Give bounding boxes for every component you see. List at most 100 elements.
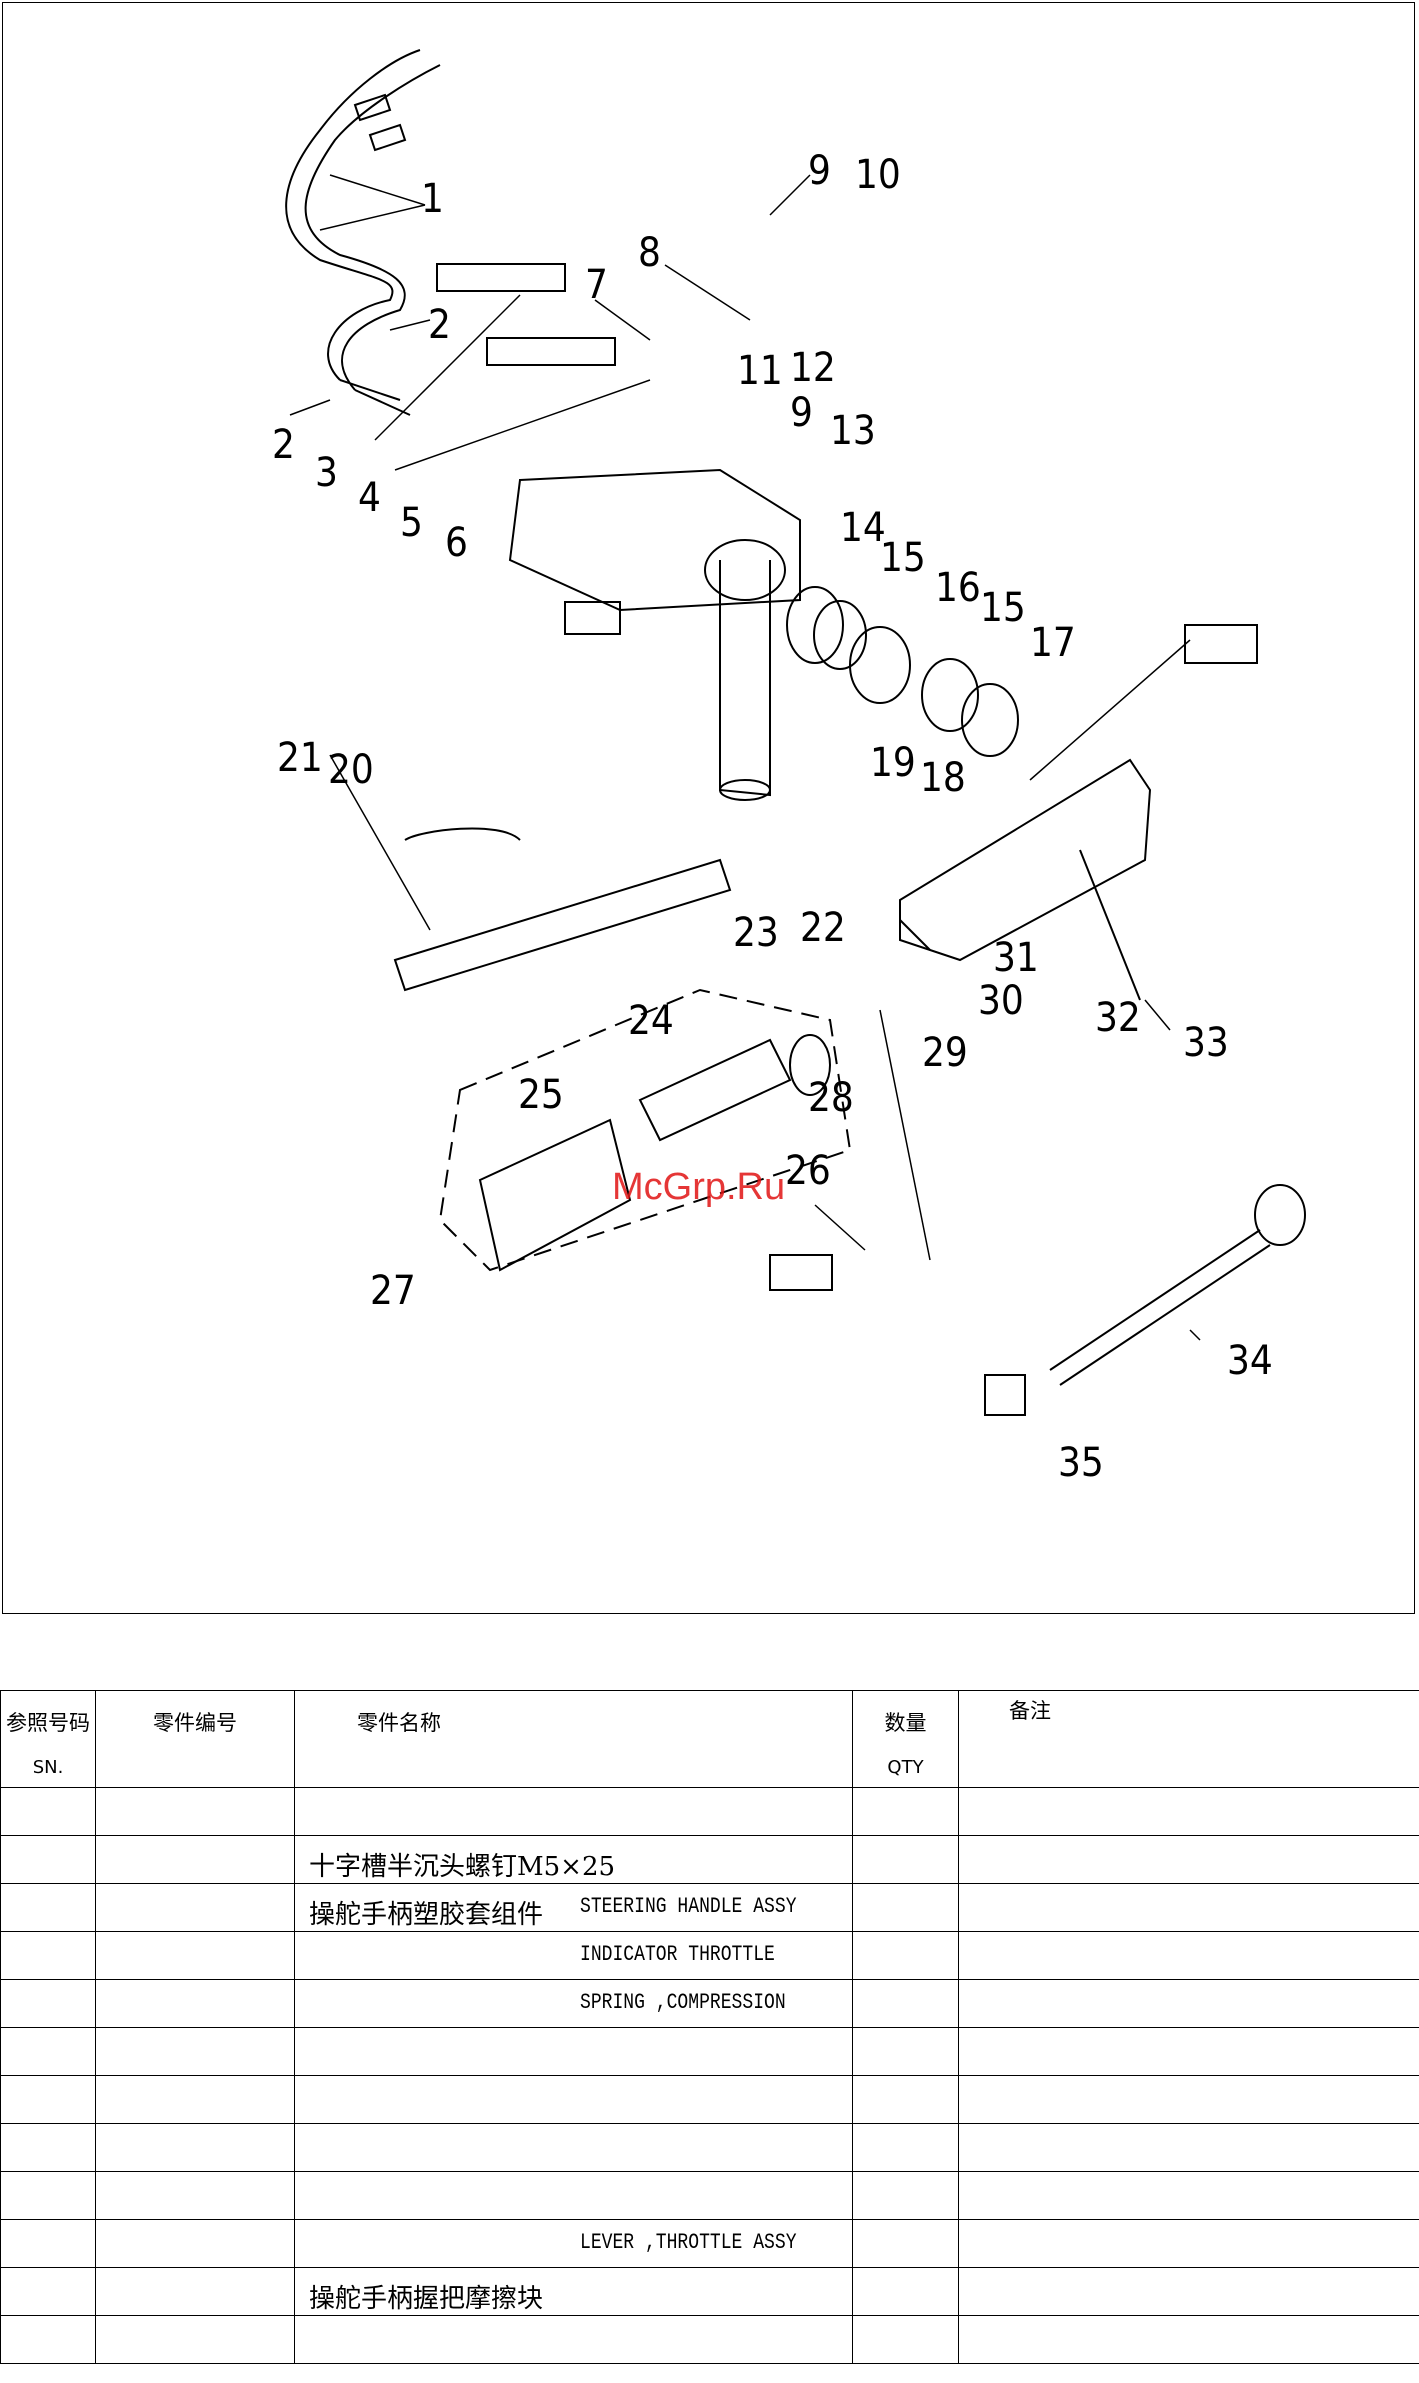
callout-34: 34 xyxy=(1227,1338,1273,1384)
steering-bracket xyxy=(508,468,801,801)
cell-remark xyxy=(958,2219,1419,2268)
grease-bottle-icon xyxy=(1184,624,1258,664)
cell-qty xyxy=(852,1787,959,1836)
callout-3: 3 xyxy=(315,450,338,496)
handle-grip xyxy=(438,988,852,1272)
cell-part-no xyxy=(95,1835,295,1884)
cell-part-no xyxy=(95,1883,295,1932)
callout-4: 4 xyxy=(358,475,381,521)
header-ref-zh: 参照号码 xyxy=(6,1711,90,1735)
callout-17: 17 xyxy=(1030,620,1076,666)
cell-part-no xyxy=(95,1931,295,1980)
header-ref: 参照号码 SN. xyxy=(0,1690,96,1788)
cell-ref xyxy=(0,1835,96,1884)
cell-name xyxy=(294,1787,853,1836)
part-name-en: SPRING ,COMPRESSION xyxy=(580,1990,786,2015)
cell-ref xyxy=(0,1883,96,1932)
cell-ref xyxy=(0,2075,96,2124)
cell-remark xyxy=(958,1979,1419,2028)
header-name-text: 零件名称 xyxy=(357,1711,441,1735)
spring-part-20 xyxy=(404,827,521,841)
callout-31: 31 xyxy=(993,935,1039,981)
callout-5: 5 xyxy=(400,500,423,546)
cell-ref xyxy=(0,1931,96,1980)
label-box-2 xyxy=(486,337,616,366)
cell-remark xyxy=(958,1931,1419,1980)
callout-6: 6 xyxy=(445,520,468,566)
callout-32: 32 xyxy=(1095,995,1141,1041)
cell-part-no xyxy=(95,2315,295,2364)
grease-bottle-icon xyxy=(564,601,621,635)
cell-qty xyxy=(852,1979,959,2028)
part-name-en: LEVER ,THROTTLE ASSY xyxy=(580,2230,797,2255)
table-row: SPRING ,COMPRESSION xyxy=(0,1979,1419,2028)
callout-35: 35 xyxy=(1058,1440,1104,1486)
callout-20: 20 xyxy=(328,747,374,793)
part-name-en: INDICATOR THROTTLE xyxy=(580,1942,775,1967)
cell-name xyxy=(294,2027,853,2076)
cell-ref xyxy=(0,2027,96,2076)
cell-qty xyxy=(852,1883,959,1932)
cell-qty xyxy=(852,2267,959,2316)
cell-name xyxy=(294,2075,853,2124)
table-row xyxy=(0,2123,1419,2172)
header-qty-en: QTY xyxy=(887,1757,924,1778)
cell-part-no xyxy=(95,2267,295,2316)
callout-9b: 9 xyxy=(790,390,813,436)
label-box-1 xyxy=(436,263,566,292)
diagram-frame xyxy=(2,2,1415,1614)
cell-name xyxy=(294,2315,853,2364)
cell-remark xyxy=(958,1787,1419,1836)
shaft-part-34 xyxy=(1049,1184,1306,1386)
callout-22: 22 xyxy=(800,905,846,951)
header-qty: 数量 QTY xyxy=(852,1690,959,1788)
callout-14: 14 xyxy=(840,505,886,551)
cell-qty xyxy=(852,1835,959,1884)
table-row: INDICATOR THROTTLE xyxy=(0,1931,1419,1980)
cell-name: LEVER ,THROTTLE ASSY xyxy=(294,2219,853,2268)
cell-part-no xyxy=(95,2123,295,2172)
block-part-35 xyxy=(984,1374,1026,1416)
part-name-zh: 操舵手柄塑胶套组件 xyxy=(309,1900,544,1930)
cell-remark xyxy=(958,2315,1419,2364)
callout-33: 33 xyxy=(1183,1020,1229,1066)
header-part-no-text: 零件编号 xyxy=(153,1711,237,1735)
cell-ref xyxy=(0,2267,96,2316)
callout-16: 16 xyxy=(935,565,981,611)
callout-10: 10 xyxy=(855,152,901,198)
callout-25: 25 xyxy=(518,1072,564,1118)
callout-18: 18 xyxy=(920,755,966,801)
header-remark: 备注 xyxy=(958,1690,1419,1788)
cell-ref xyxy=(0,1787,96,1836)
cell-qty xyxy=(852,2123,959,2172)
cell-qty xyxy=(852,2219,959,2268)
cell-ref xyxy=(0,1979,96,2028)
table-row xyxy=(0,2075,1419,2124)
callout-2b: 2 xyxy=(272,422,295,468)
plate-part-21 xyxy=(393,858,732,992)
cell-part-no xyxy=(95,1787,295,1836)
cell-part-no xyxy=(95,2075,295,2124)
cell-part-no xyxy=(95,2171,295,2220)
cell-qty xyxy=(852,1931,959,1980)
exploded-parts-diagram xyxy=(285,49,1306,1416)
callout-11: 11 xyxy=(737,348,783,394)
cell-name: INDICATOR THROTTLE xyxy=(294,1931,853,1980)
leader-lines xyxy=(289,174,1201,1341)
cell-part-no xyxy=(95,2027,295,2076)
callout-19: 19 xyxy=(870,740,916,786)
callout-26: 26 xyxy=(785,1148,831,1194)
cell-qty xyxy=(852,2027,959,2076)
cell-part-no xyxy=(95,1979,295,2028)
cell-ref xyxy=(0,2219,96,2268)
part-name-zh: 十字槽半沉头螺钉M5×25 xyxy=(309,1852,616,1882)
table-row: LEVER ,THROTTLE ASSY xyxy=(0,2219,1419,2268)
cell-remark xyxy=(958,2075,1419,2124)
callout-8: 8 xyxy=(638,230,661,276)
cell-remark xyxy=(958,2123,1419,2172)
cell-remark xyxy=(958,2171,1419,2220)
cell-name: 十字槽半沉头螺钉M5×25 xyxy=(294,1835,853,1884)
cell-ref xyxy=(0,2123,96,2172)
